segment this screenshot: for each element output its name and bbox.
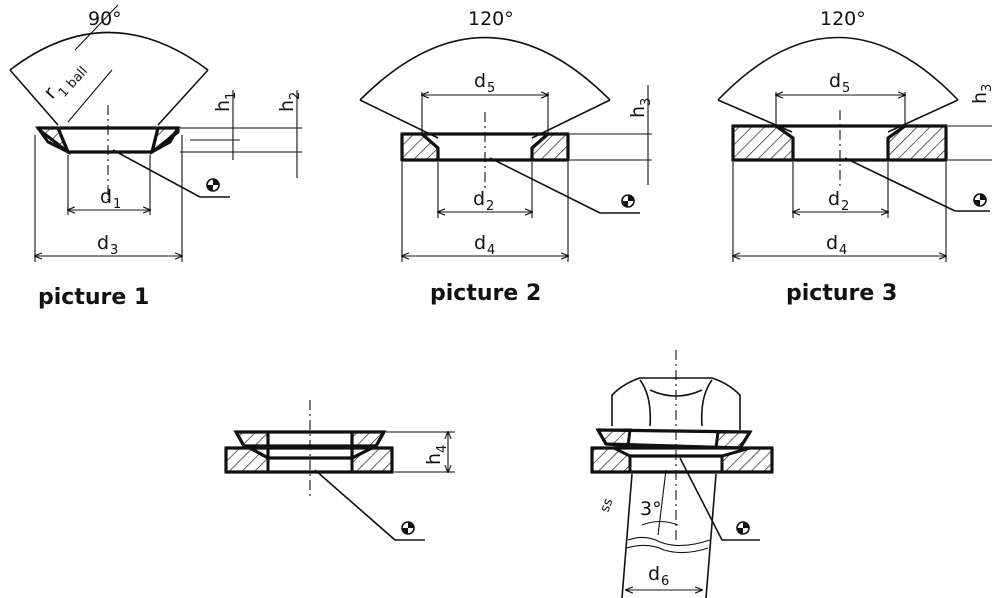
dim-d1-sub: 1	[113, 197, 121, 212]
tilt-angle-label: 3°	[640, 498, 662, 520]
washer-2	[400, 132, 570, 162]
dim-h3-base: h	[969, 92, 991, 104]
marker-circle-icon	[973, 193, 987, 207]
dim-d1-base: d	[100, 186, 112, 208]
dim-h1-sub: 1	[224, 92, 239, 100]
dim-d2-base: d	[473, 188, 485, 210]
dim-h3-base: h	[627, 106, 649, 118]
picture-1: 90° r 1 ball d 1 d 3	[9, 4, 303, 310]
angle-arc	[717, 36, 959, 101]
assembly-bolt: 3° ss d 6	[590, 350, 774, 598]
dim-d3-sub: 3	[110, 243, 118, 258]
break-mark: ss	[598, 496, 617, 514]
caption-picture-1: picture 1	[38, 285, 149, 310]
dim-h3-sub: 3	[639, 98, 654, 106]
angle-label-2: 120°	[468, 8, 514, 30]
dim-d5-base: d	[829, 70, 841, 92]
dim-d5-sub: 5	[842, 81, 850, 96]
dim-h2-sub: 2	[288, 92, 303, 100]
dim-d2-sub: 2	[841, 199, 849, 214]
marker-circle-icon	[401, 521, 415, 535]
dim-d6-sub: 6	[661, 574, 669, 589]
dim-d4-sub: 4	[487, 243, 495, 258]
spherical-washer	[234, 430, 386, 448]
angle-label-1: 90°	[88, 8, 122, 30]
dim-h2-base: h	[276, 100, 298, 112]
picture-2: 120° d 5 d 2 d 4	[359, 8, 654, 306]
dim-h4-base: h	[423, 453, 445, 465]
dim-d5-base: d	[474, 70, 486, 92]
angle-arc	[359, 36, 611, 101]
dim-d4-base: d	[826, 232, 838, 254]
angle-label-3: 120°	[820, 8, 866, 30]
assembly-stacked: h 4	[224, 400, 455, 541]
dim-d4-base: d	[474, 232, 486, 254]
dim-d2-base: d	[828, 188, 840, 210]
conical-seat	[590, 446, 774, 474]
picture-3: 120° d 5 d 2 d 4	[717, 8, 992, 306]
dim-d4-sub: 4	[839, 243, 847, 258]
dim-h1-base: h	[212, 100, 234, 112]
angle-arc	[9, 31, 209, 71]
dim-d6-base: d	[648, 563, 660, 585]
dim-h3-sub: 3	[980, 84, 992, 92]
marker-circle-icon	[206, 178, 220, 192]
dim-d3-base: d	[97, 232, 109, 254]
dim-h4-sub: 4	[435, 445, 450, 453]
marker-circle-icon	[621, 194, 635, 208]
dim-d5-sub: 5	[487, 81, 495, 96]
conical-seat	[224, 446, 394, 474]
radius-sub: 1 ball	[56, 64, 91, 101]
caption-picture-3: picture 3	[786, 281, 897, 306]
dim-d2-sub: 2	[486, 199, 494, 214]
washer-3	[731, 124, 948, 162]
caption-picture-2: picture 2	[430, 281, 541, 306]
marker-circle-icon	[736, 521, 750, 535]
